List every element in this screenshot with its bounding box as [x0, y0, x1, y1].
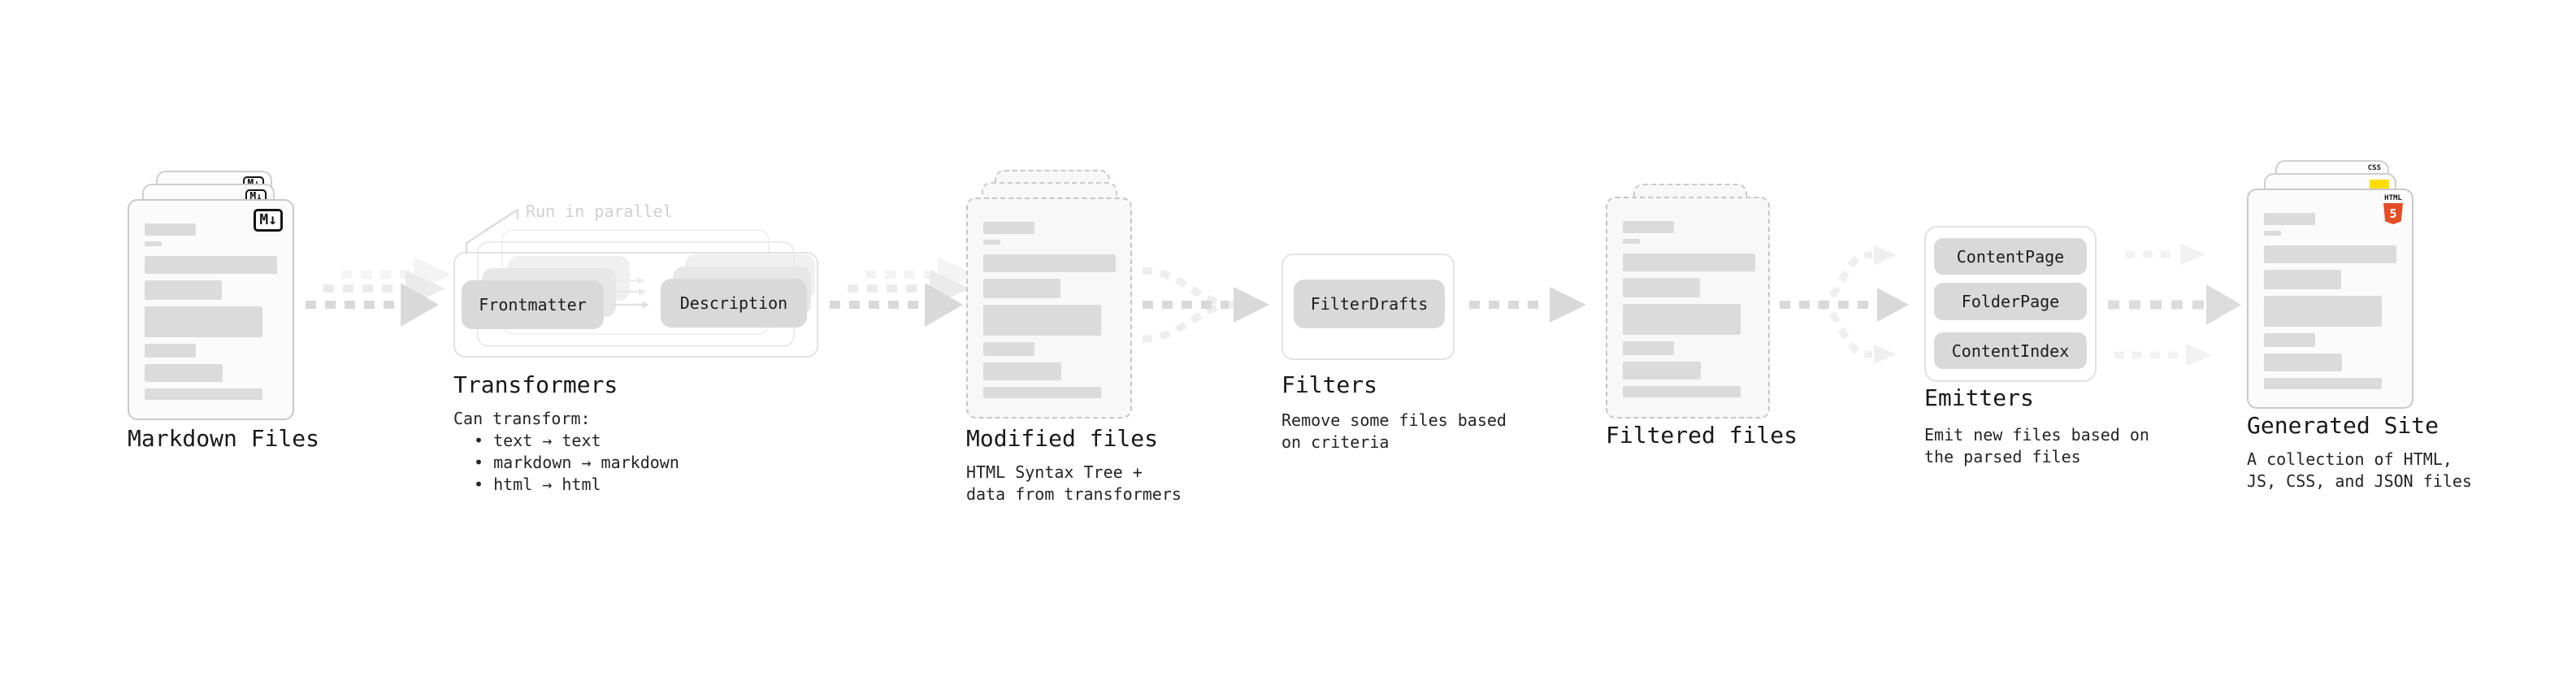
arrow-markdown-to-transformers [306, 257, 452, 327]
html5-icon: HTML 5 [2382, 194, 2405, 224]
placeholder-bar [983, 387, 1101, 398]
placeholder-bar [145, 344, 196, 358]
desc-bullet: • markdown → markdown [474, 453, 679, 472]
desc-line: on criteria [1281, 432, 1390, 452]
placeholder-bar [2264, 296, 2382, 327]
desc-bullet: • html → html [474, 475, 601, 494]
doc-content-placeholder [145, 223, 277, 400]
placeholder-bar [1623, 239, 1640, 244]
filters-description: Remove some files based on criteria [1281, 410, 1507, 453]
desc-line: JS, CSS, and JSON files [2247, 471, 2472, 491]
desc-line: Can transform: [453, 409, 591, 428]
placeholder-bar [983, 222, 1034, 234]
doc-content-placeholder [983, 222, 1116, 398]
js-file-icon [2370, 180, 2389, 189]
generated-description: A collection of HTML, JS, CSS, and JSON … [2247, 449, 2472, 492]
placeholder-bar [1623, 278, 1700, 297]
placeholder-bar [2264, 213, 2315, 225]
arrow-emitters-to-generated [2108, 243, 2241, 367]
placeholder-bar [145, 364, 223, 382]
callout-leader-line [465, 208, 519, 254]
desc-line: the parsed files [1924, 447, 2081, 466]
placeholder-bar [2264, 231, 2281, 236]
stage-title-filtered-files: Filtered files [1606, 422, 1798, 449]
placeholder-bar [145, 388, 262, 400]
pill-frontmatter: Frontmatter [462, 280, 604, 329]
transformers-frame-front [453, 252, 818, 358]
pill-filterdrafts: FilterDrafts [1294, 280, 1445, 328]
desc-bullet: • text → text [474, 431, 601, 450]
placeholder-bar [2264, 354, 2342, 371]
emitters-description: Emit new files based on the parsed files [1924, 424, 2149, 468]
desc-line: Emit new files based on [1924, 425, 2149, 445]
placeholder-bar [1623, 304, 1741, 335]
desc-line: A collection of HTML, [2247, 449, 2452, 469]
placeholder-bar [983, 254, 1116, 272]
placeholder-bar [1623, 221, 1674, 233]
placeholder-bar [145, 223, 196, 236]
stage-title-generated-site: Generated Site [2247, 412, 2439, 439]
stage-title-modified-files: Modified files [966, 425, 1159, 452]
placeholder-bar [983, 279, 1060, 298]
generated-doc-front: HTML 5 [2247, 189, 2413, 409]
arrow-filters-to-filtered [1469, 287, 1586, 323]
desc-line: Remove some files based [1281, 410, 1507, 430]
stage-title-markdown-files: Markdown Files [128, 425, 320, 452]
placeholder-bar [145, 280, 222, 300]
placeholder-bar [2264, 245, 2396, 263]
markdown-doc-front: M↓ [128, 199, 294, 420]
placeholder-bar [145, 306, 262, 337]
placeholder-bar [983, 305, 1101, 336]
arrow-filtered-to-emitters [1780, 245, 1909, 364]
placeholder-bar [2264, 333, 2315, 347]
callout-run-in-parallel: Run in parallel [526, 202, 673, 221]
desc-line: data from transformers [966, 484, 1182, 504]
arrow-frontmatter-to-description [610, 276, 649, 309]
filtered-doc-front [1606, 197, 1770, 419]
desc-line: HTML Syntax Tree + [966, 462, 1143, 482]
arrow-modified-to-filters [1142, 267, 1269, 343]
pill-folderpage: FolderPage [1934, 283, 2087, 320]
placeholder-bar [1623, 254, 1755, 271]
transformers-description: Can transform: • text → text • markdown … [453, 408, 679, 496]
placeholder-bar [1623, 386, 1741, 397]
emitters-frame [1924, 226, 2097, 382]
modified-description: HTML Syntax Tree + data from transformer… [966, 462, 1182, 505]
stage-title-filters: Filters [1281, 371, 1378, 398]
stage-title-transformers: Transformers [453, 371, 618, 398]
placeholder-bar [145, 241, 162, 246]
placeholder-bar [1623, 341, 1674, 355]
placeholder-bar [2264, 270, 2341, 289]
placeholder-bar [983, 362, 1061, 380]
pill-description: Description [661, 279, 807, 327]
doc-content-placeholder [1623, 221, 1755, 397]
stage-title-emitters: Emitters [1924, 384, 2034, 411]
modified-doc-front [966, 197, 1132, 419]
placeholder-bar [983, 240, 1000, 245]
filters-frame [1281, 254, 1455, 360]
placeholder-bar [2264, 378, 2382, 389]
arrow-transformers-to-modified [830, 257, 976, 327]
pill-contentpage: ContentPage [1934, 238, 2087, 275]
placeholder-bar [1623, 362, 1701, 380]
markdown-file-icon: M↓ [254, 209, 283, 232]
placeholder-bar [145, 256, 277, 274]
placeholder-bar [983, 342, 1034, 356]
pill-contentindex: ContentIndex [1934, 332, 2087, 369]
doc-content-placeholder [2264, 213, 2396, 389]
